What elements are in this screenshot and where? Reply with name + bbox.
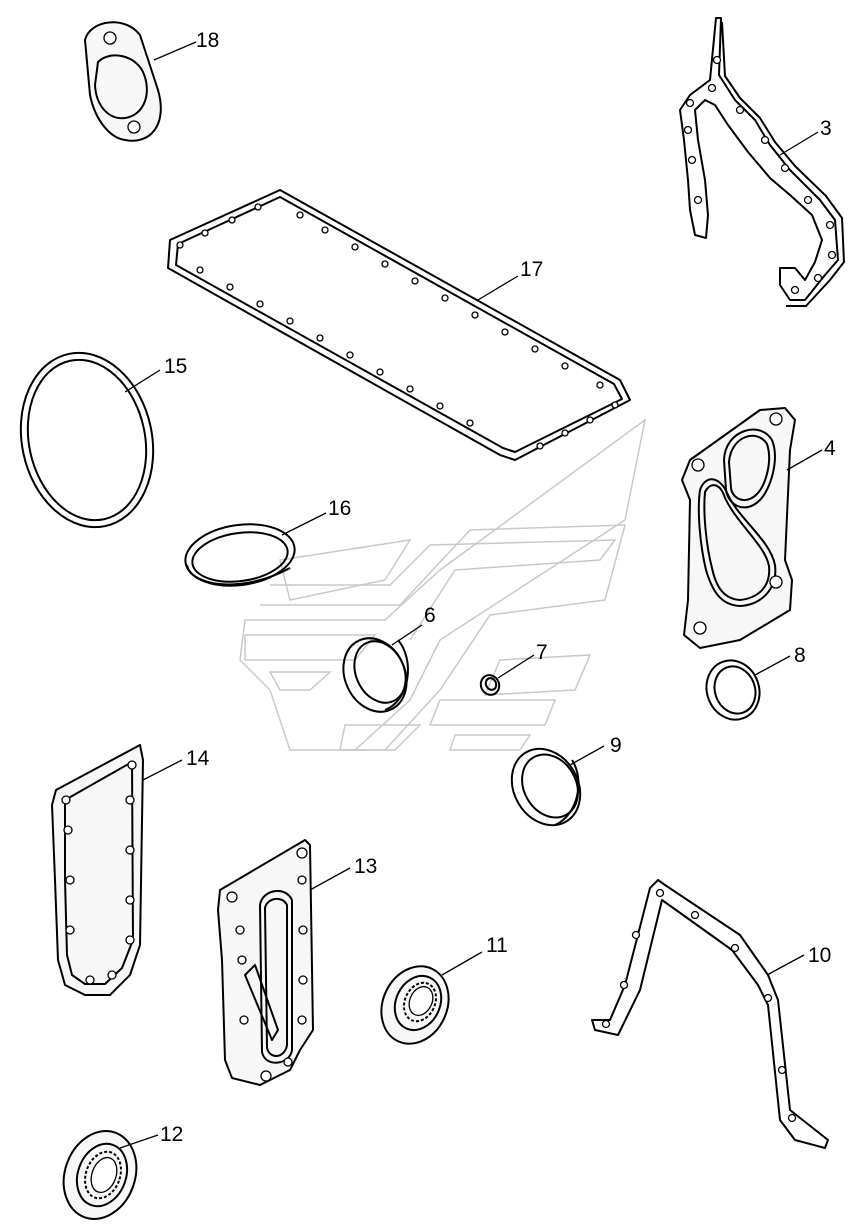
part-3-front-cover-gasket [679,17,845,307]
part-11-lip-seal [380,951,483,1045]
part-12-lip-seal [62,1130,159,1220]
part-6-oil-seal [342,624,423,713]
part-13-plate-gasket [217,839,351,1086]
part-14-cover-gasket [51,744,183,996]
part-8-seal-ring [705,655,791,721]
callout-8: 8 [794,644,806,667]
part-16-seal-ring [184,512,327,587]
callout-7: 7 [536,641,548,664]
callout-12: 12 [160,1123,183,1146]
part-9-rear-oil-seal [510,745,605,827]
watermark-logo [239,418,647,751]
part-4-oil-cooler-gasket [681,407,823,649]
callout-18: 18 [196,29,219,52]
callout-17: 17 [520,258,543,281]
callout-11: 11 [486,934,508,957]
part-18-flange-gasket [84,21,197,142]
callout-10: 10 [808,944,831,967]
callout-14: 14 [186,747,210,770]
callout-labels: 18 3 17 15 4 16 6 7 8 9 14 13 11 10 12 [160,29,836,1146]
callout-16: 16 [328,497,351,520]
callout-13: 13 [354,855,377,878]
callout-15: 15 [164,355,187,378]
oil-pan-bolt-holes [176,203,619,450]
part-17-oil-pan-gasket [167,189,631,461]
callout-3: 3 [820,117,832,140]
callout-9: 9 [610,734,622,757]
part-15-large-seal-ring [19,351,161,529]
part-10-rear-cover-gasket [591,879,829,1149]
part-7-small-o-ring [479,654,535,696]
callout-4: 4 [824,437,836,460]
callout-6: 6 [424,604,436,627]
